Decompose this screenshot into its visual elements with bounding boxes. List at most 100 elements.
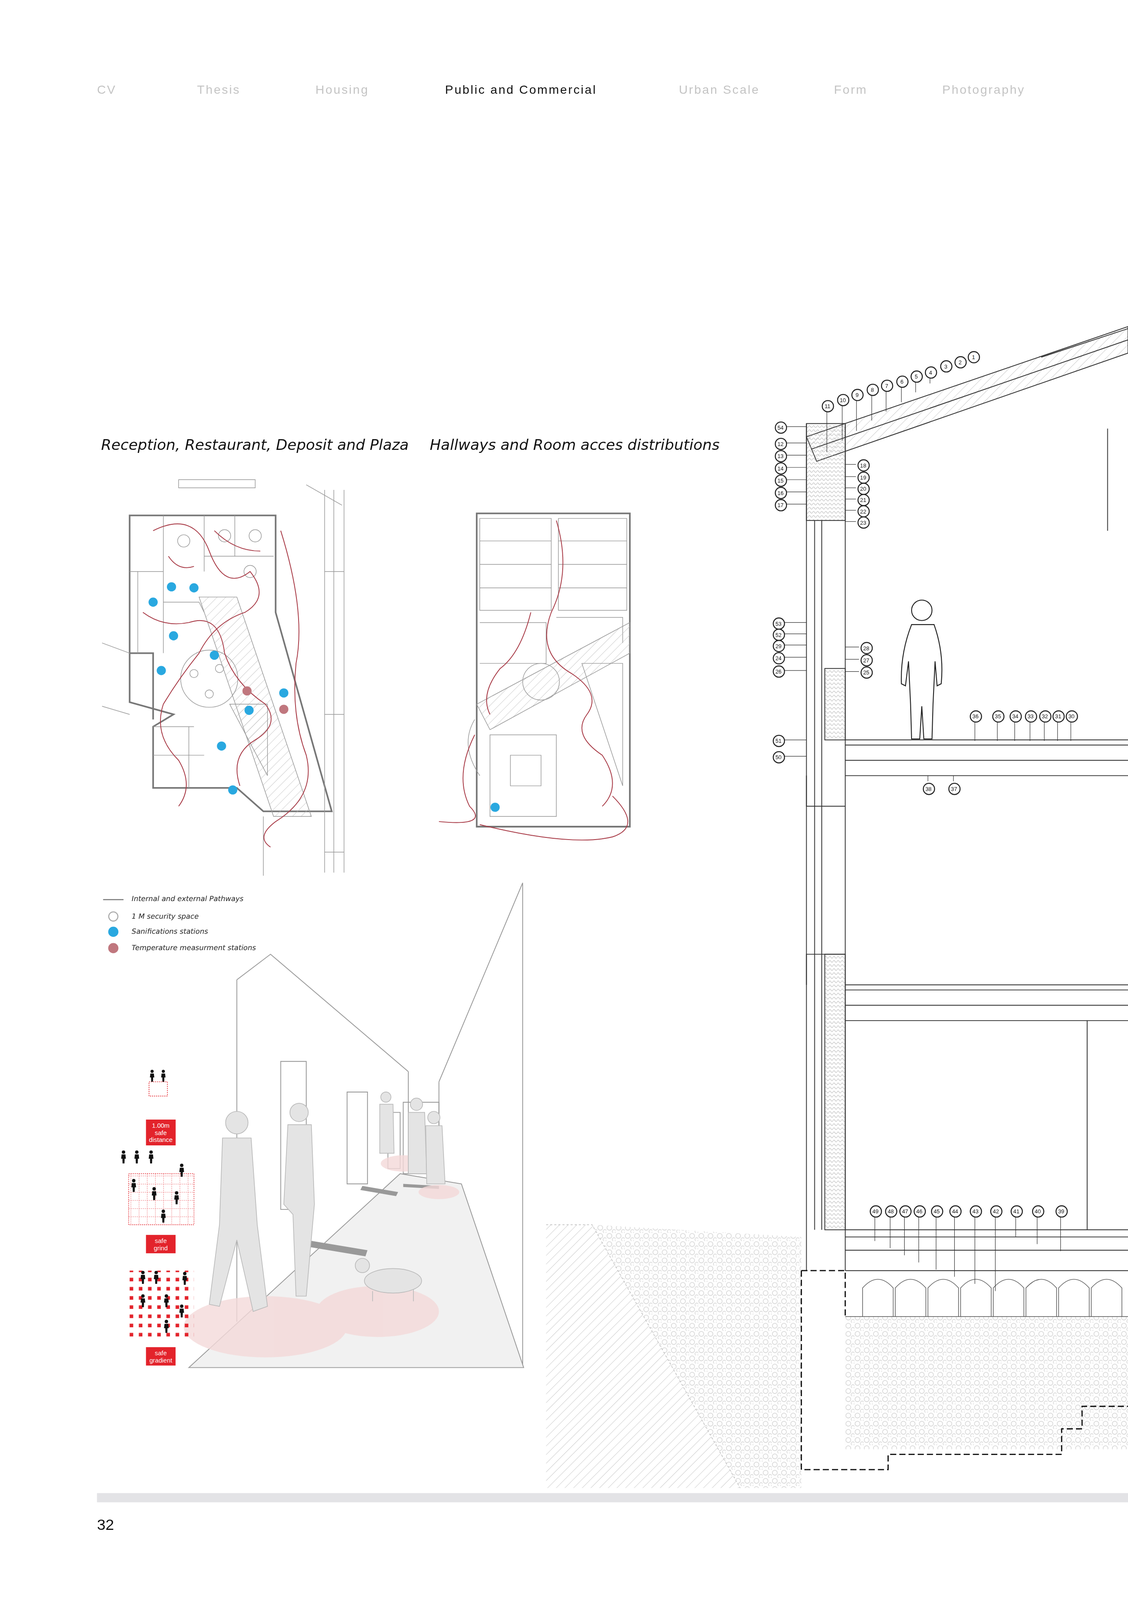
leader-line [784, 739, 807, 741]
legend-text: Sanifications stations [131, 927, 208, 937]
leader-line [1036, 1217, 1038, 1245]
callout-number: 51 [772, 734, 785, 747]
leader-line [845, 671, 860, 672]
callout-number: 22 [856, 505, 870, 518]
callout-number: 21 [856, 493, 870, 506]
leader-line [935, 1217, 937, 1270]
plan-heading: Reception, Restaurant, Deposit and Plaza [101, 437, 409, 454]
leader-line [784, 633, 807, 635]
callout-number: 28 [859, 641, 873, 654]
legend-swatch [108, 943, 119, 954]
callout-number: 34 [1009, 710, 1022, 723]
legend-swatch [108, 927, 119, 938]
leader-line [784, 657, 807, 658]
leader-line [784, 756, 807, 757]
nav-item: Urban Scale [678, 82, 760, 97]
callout-number: 12 [774, 437, 787, 450]
leader-line [1029, 722, 1031, 742]
callout-number: 15 [774, 474, 787, 487]
red-tag: 1.00m safe distance [145, 1119, 176, 1146]
callout-number: 52 [772, 628, 785, 641]
callout-number: 24 [772, 651, 785, 664]
legend-swatch [108, 911, 119, 922]
nav-item: Public and Commercial [445, 82, 598, 97]
callout-number: 35 [991, 710, 1004, 723]
callout-number: 31 [1051, 710, 1064, 723]
legend-swatch [103, 898, 124, 900]
callout-number: 7 [880, 379, 893, 392]
leader-line [856, 400, 857, 431]
leader-line [874, 1217, 876, 1242]
callout-number: 14 [774, 462, 787, 475]
callout-number: 45 [930, 1205, 943, 1218]
callout-number: 27 [859, 653, 873, 666]
callout-number: 17 [774, 498, 787, 511]
leader-line [845, 647, 860, 648]
leader-line [997, 722, 998, 742]
nav-item: Photography [942, 82, 1026, 97]
leader-line [845, 499, 857, 500]
nav-item: Form [834, 82, 868, 97]
callout-number: 5 [910, 369, 923, 383]
leader-line [885, 391, 887, 412]
leader-line [995, 1217, 996, 1292]
leader-line [929, 378, 931, 384]
callout-number: 29 [772, 639, 785, 652]
leader-line [845, 464, 857, 465]
callout-number: 20 [856, 482, 870, 495]
callout-number: 32 [1038, 710, 1051, 723]
callout-number: 10 [836, 393, 849, 406]
leader-line [904, 1217, 905, 1256]
leader-line [918, 1217, 919, 1264]
callout-number: 33 [1024, 710, 1037, 723]
leader-line [1057, 722, 1058, 742]
callout-number: 1 [967, 350, 980, 363]
callout-number: 46 [913, 1205, 926, 1218]
leader-line [1014, 722, 1015, 742]
leader-line [871, 395, 873, 421]
leader-line [845, 476, 857, 478]
legend-row: Sanifications stations [103, 927, 209, 938]
callout-number: 2 [954, 355, 967, 368]
callout-number: 48 [884, 1205, 897, 1218]
leader-line [786, 504, 807, 505]
leader-line [845, 521, 857, 522]
leader-line [974, 722, 975, 742]
leader-line [915, 382, 916, 393]
leader-line [786, 426, 807, 427]
leader-line [845, 510, 857, 511]
red-tag: safe grind [145, 1235, 176, 1254]
callout-number: 3 [939, 360, 952, 373]
leader-line [954, 1217, 955, 1278]
callout-number: 39 [1055, 1205, 1068, 1218]
leader-line [953, 775, 954, 782]
leader-line [826, 411, 827, 453]
callout-number: 53 [772, 617, 785, 630]
callout-number: 38 [922, 782, 935, 795]
leader-line [890, 1217, 891, 1249]
callout-number: 43 [969, 1205, 982, 1218]
legend-row: Internal and external Pathways [103, 895, 244, 904]
leader-line [784, 670, 807, 671]
callout-number: 25 [859, 666, 873, 679]
callout-number: 11 [821, 399, 834, 412]
nav-item: Thesis [197, 82, 241, 97]
tag-text: safe grind [147, 1237, 175, 1252]
callout-number: 54 [774, 421, 787, 434]
leader-line [1044, 722, 1045, 742]
leader-line [1015, 1217, 1016, 1238]
leader-line [845, 487, 857, 489]
leader-line [786, 455, 807, 456]
leader-line [1070, 722, 1072, 742]
tag-text: safe gradient [147, 1349, 175, 1365]
callout-number: 50 [772, 750, 785, 763]
callout-number: 42 [989, 1205, 1002, 1218]
callout-number: 36 [969, 710, 982, 723]
callout-number: 44 [949, 1205, 962, 1218]
callout-number: 13 [774, 449, 787, 462]
legend-row: Temperature measurment stations [103, 943, 256, 954]
legend-text: Internal and external Pathways [131, 895, 244, 904]
leader-line [845, 659, 860, 660]
callout-number: 37 [947, 782, 960, 795]
callout-number: 16 [774, 486, 787, 499]
